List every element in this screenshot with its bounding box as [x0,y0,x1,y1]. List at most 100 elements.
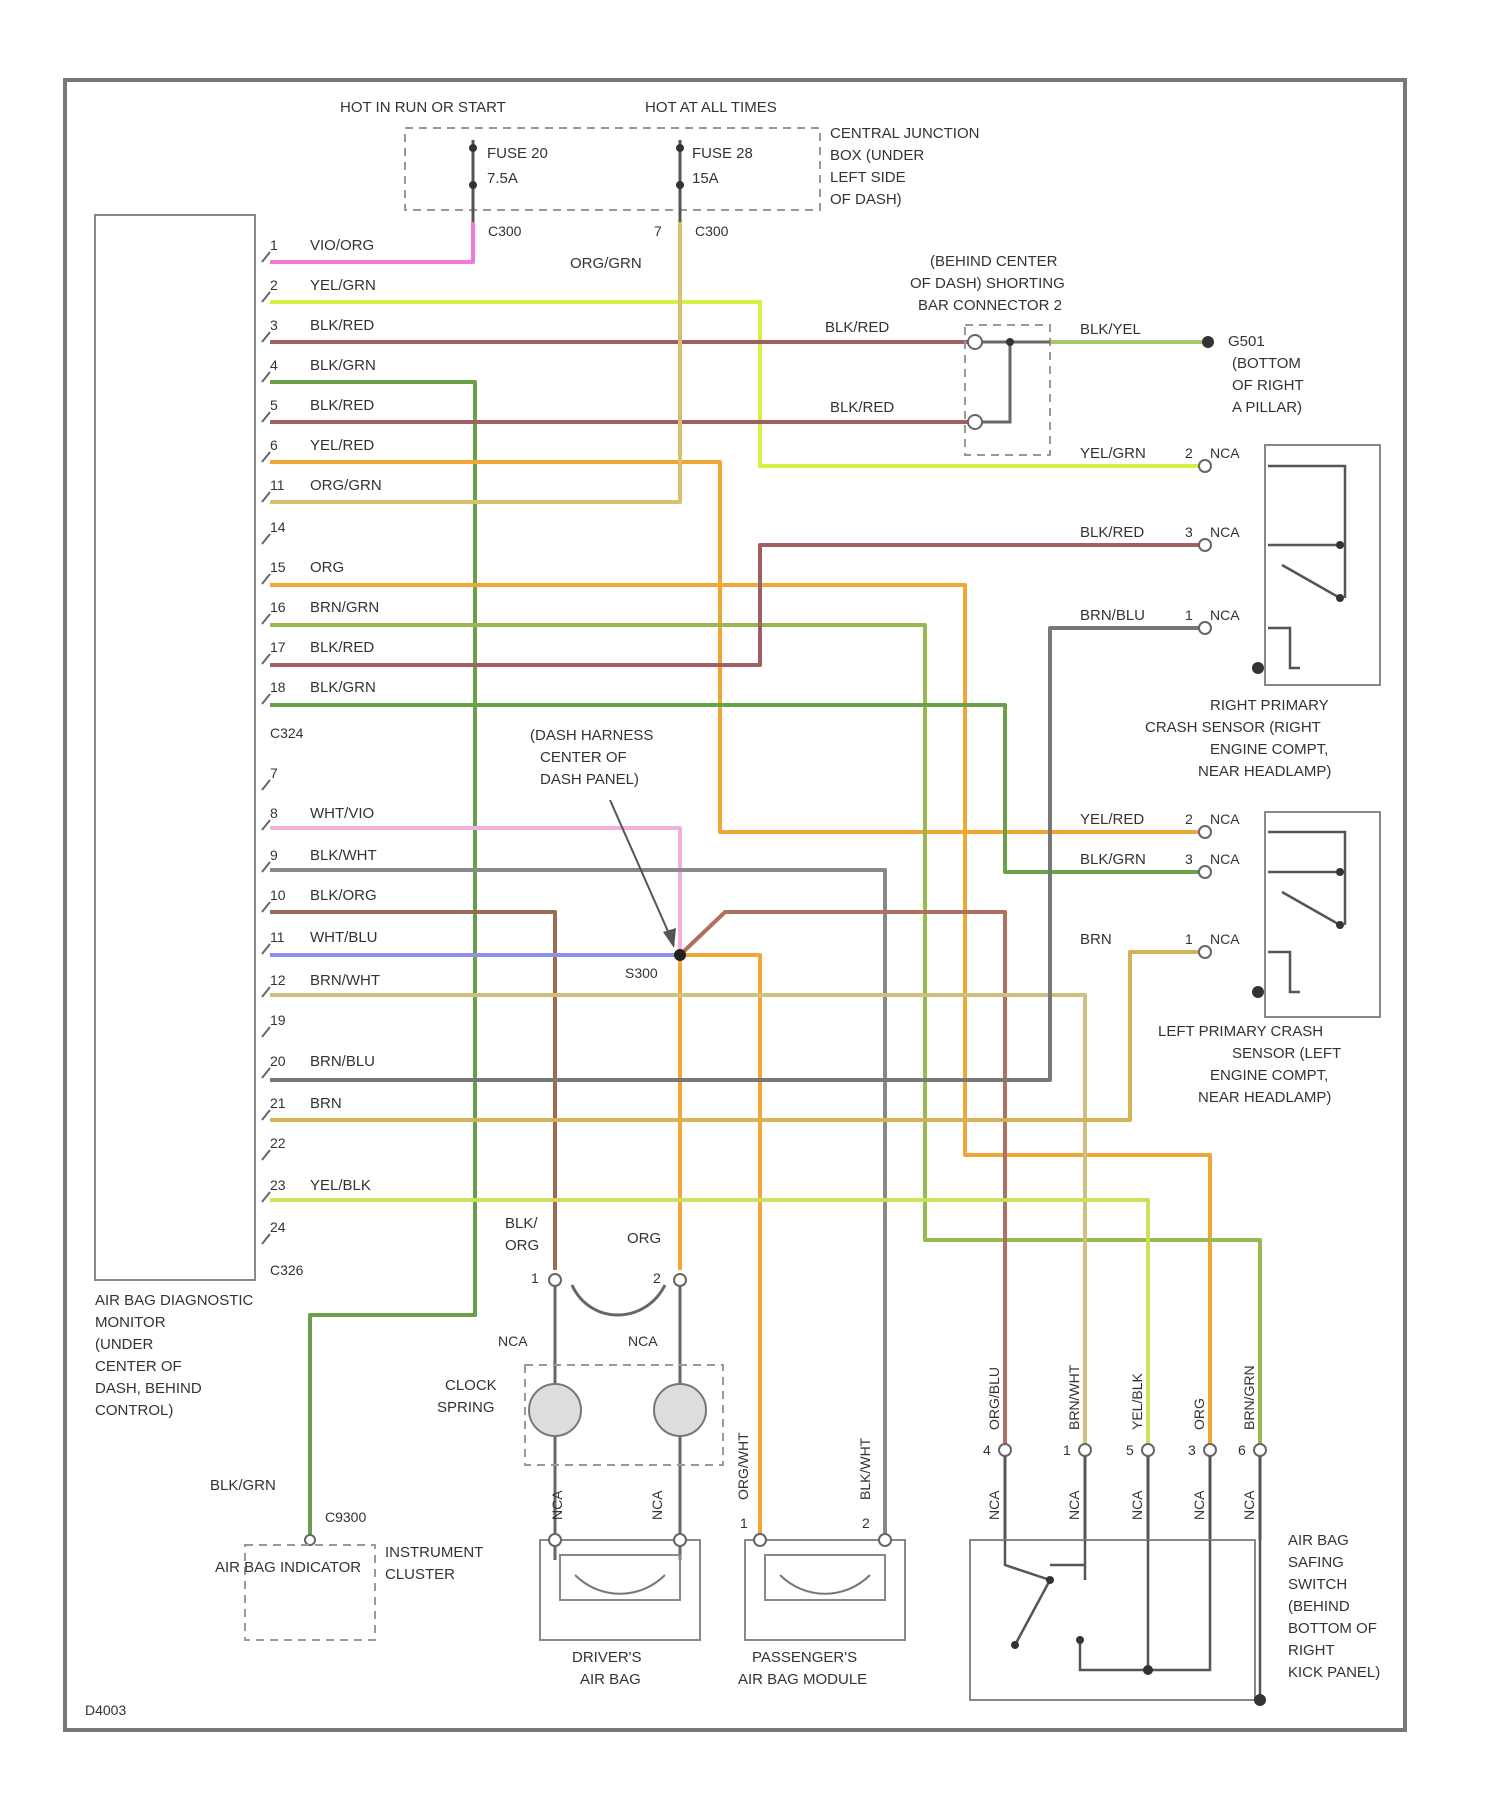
conn-a-label: C300 [488,223,522,239]
monitor-top-pin-number: 18 [270,679,286,695]
monitor-conn-2: C326 [270,1262,304,1278]
left-sensor-label-2: SENSOR (LEFT [1232,1045,1341,1062]
left_sensor-connector [1199,946,1211,958]
monitor-bottom-pin-wire: BRN/BLU [310,1053,375,1070]
right_sensor-pin-conn: NCA [1210,524,1240,540]
monitor-bottom-pin-wire: BRN [310,1095,342,1112]
hot-all-times-label: HOT AT ALL TIMES [645,99,777,116]
monitor-bottom-pin-number: 11 [270,929,285,945]
safing-pin-connector [1079,1444,1091,1456]
left_sensor-connector [1199,826,1211,838]
splice-label: S300 [625,965,658,981]
ground-g501 [1202,336,1214,348]
cluster-label-2: CLUSTER [385,1566,455,1583]
cs-wire-1-label-b: ORG [505,1237,539,1254]
monitor-bottom-pin-wire: BRN/WHT [310,972,380,989]
monitor-top-pin-number: 16 [270,599,286,615]
passenger-airbag-label-1: PASSENGER'S [752,1649,857,1666]
monitor-top-pin-number: 6 [270,437,278,453]
left_sensor-pin-conn: NCA [1210,811,1240,827]
monitor-top-pin-wire: BLK/RED [310,639,374,656]
monitor-conn-1: C324 [270,725,304,741]
right_sensor-connector [1199,622,1211,634]
junction-box-label-3: LEFT SIDE [830,169,906,186]
shorting-bar-wire-out: BLK/YEL [1080,321,1141,338]
safing-pin-connector [1204,1444,1216,1456]
right-sensor-label-3: ENGINE COMPT, [1210,741,1328,758]
monitor-top-pin-number: 11 [270,477,285,493]
right-sensor-label-4: NEAR HEADLAMP) [1198,763,1331,780]
wire-s300-blkorg [680,912,1005,1450]
shorting-bar-label-1: (BEHIND CENTER [930,253,1058,270]
monitor-top-pin-number: 4 [270,357,278,373]
conn-b-label: C300 [695,223,729,239]
fuse-a-rating: 7.5A [487,170,518,187]
cluster-label-1: INSTRUMENT [385,1544,483,1561]
cs-nca-4: NCA [649,1490,665,1520]
safing-switch-pins: ORG/BLU4NCABRN/WHT1NCAYEL/BLK5NCAORG3NCA… [983,1364,1266,1540]
monitor-bottom-pin-tick [262,1234,270,1244]
monitor-top-pin-wire: BLK/GRN [310,679,376,696]
indicator-conn [305,1535,315,1545]
monitor-top-pin-number: 14 [270,519,286,535]
footer-code: D4003 [85,1702,126,1718]
left_sensor-pin-number: 3 [1185,851,1193,867]
left_sensor-connector [1199,866,1211,878]
monitor-pins-top: 1VIO/ORG2YEL/GRN3BLK/RED4BLK/GRN5BLK/RED… [262,237,382,704]
wire-blk-grn-1 [270,382,475,1540]
safing-switch-label-3: SWITCH [1288,1576,1347,1593]
shorting-bar-node [1006,338,1014,346]
safing-pin-conn: NCA [1191,1490,1207,1520]
feed-b-wire-label: ORG/GRN [570,255,642,272]
clock-spring-label-2: SPRING [437,1399,495,1416]
wire-blk-wht [270,870,885,1540]
shorting-bar-wire-in-2: BLK/RED [830,399,894,416]
safing-switch-node-1 [1046,1576,1054,1584]
power-section: HOT IN RUN OR START HOT AT ALL TIMES FUS… [340,99,979,272]
monitor-top-pin-tick [262,372,270,382]
airbag-indicator: BLK/GRN C9300 AIR BAG INDICATOR INSTRUME… [210,1477,483,1640]
monitor-bottom-pin-tick [262,780,270,790]
cs-wire-1-label-a: BLK/ [505,1215,538,1232]
safing-switch-box [970,1540,1255,1700]
monitor-bottom-pin-tick [262,1110,270,1120]
safing-pin-conn: NCA [1066,1490,1082,1520]
safing-pin-wire: ORG/BLU [986,1367,1002,1430]
left-sensor-ground [1252,986,1264,998]
ground-label-1: G501 [1228,333,1265,350]
safing-pin-number: 5 [1126,1442,1134,1458]
right-sensor-node-1 [1336,541,1344,549]
safing-pin-conn: NCA [1129,1490,1145,1520]
monitor-top-pin-tick [262,492,270,502]
driver-airbag-pin-2 [674,1534,686,1546]
wire-cs-loop [572,1285,665,1315]
left_sensor-pin-number: 2 [1185,811,1193,827]
dash-harness-label-2: CENTER OF [540,749,627,766]
monitor-bottom-pin-tick [262,1027,270,1037]
monitor-top-pin-number: 1 [270,237,278,253]
right_sensor-pin-wire: BLK/RED [1080,524,1144,541]
dash-harness-arrowhead [663,928,676,948]
monitor-top-pin-number: 17 [270,639,286,655]
right-sensor-ground [1252,662,1264,674]
monitor-bottom-pin-wire: YEL/BLK [310,1177,371,1194]
fuse-b-dot-bottom [676,181,684,189]
monitor-bottom-pin-number: 22 [270,1135,286,1151]
monitor-bottom-pin-wire: BLK/WHT [310,847,377,864]
safing-switch-ground [1254,1694,1266,1706]
safing-switch-label-2: SAFING [1288,1554,1344,1571]
ground-label-4: A PILLAR) [1232,399,1302,416]
right_sensor-connector [1199,460,1211,472]
monitor-bottom-pin-number: 7 [270,765,278,781]
left_sensor-pin-number: 1 [1185,931,1193,947]
driver-airbag-label-2: AIR BAG [580,1671,641,1688]
safing-switch-label-4: (BEHIND [1288,1598,1350,1615]
diagnostic-monitor: 1VIO/ORG2YEL/GRN3BLK/RED4BLK/GRN5BLK/RED… [95,215,382,1419]
monitor-bottom-pin-number: 23 [270,1177,286,1193]
wire-yel-red [270,462,1205,832]
wires [270,222,1260,1560]
wire-blk-grn-18 [270,705,1205,872]
monitor-bottom-pin-wire: BLK/ORG [310,887,377,904]
monitor-bottom-pin-tick [262,820,270,830]
splice-s300 [674,949,686,961]
